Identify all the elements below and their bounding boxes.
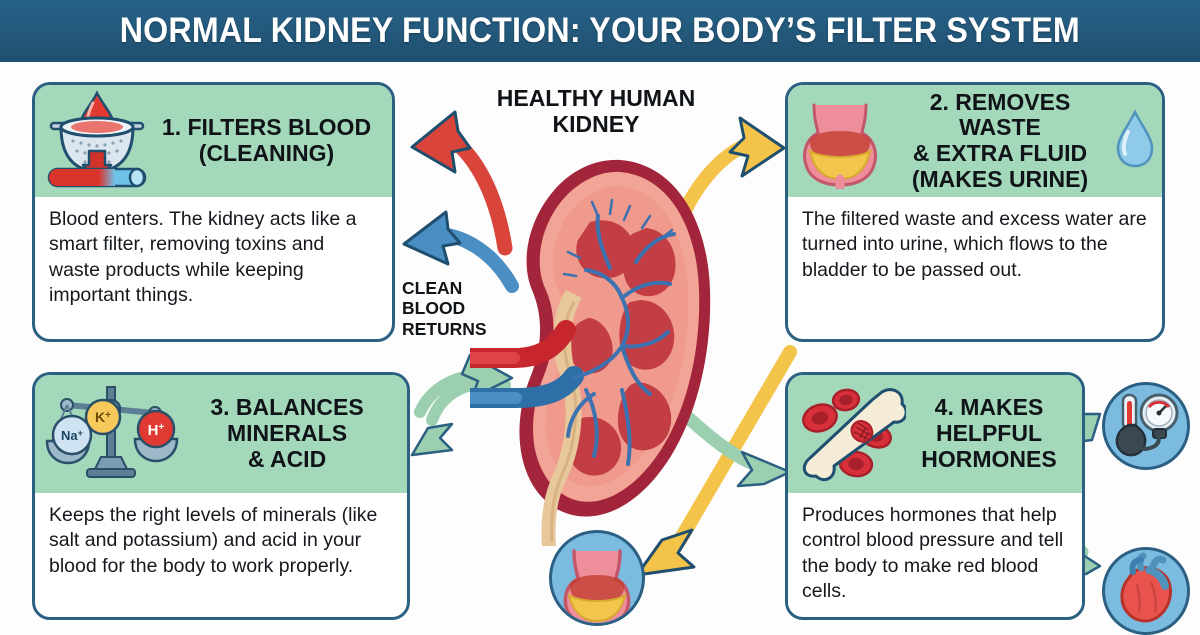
bladder-icon [794,89,886,194]
card-makes-hormones[interactable]: 4. MAKES HELPFUL HORMONES Produces hormo… [785,372,1085,620]
card3-title-line1: 3. BALANCES [210,394,364,421]
card3-title: 3. BALANCES MINERALS & ACID [183,395,391,472]
card2-header: 2. REMOVES WASTE & EXTRA FLUID (MAKES UR… [788,85,1162,197]
card4-title-line3: HORMONES [921,445,1057,472]
clean-label-line1: CLEAN [402,278,463,298]
card3-header: Na+ K+ H+ 3. BALANCES MINERALS & ACID [35,375,407,493]
blood-pressure-monitor-icon [1102,382,1190,470]
card4-title-line2: HELPFUL [935,420,1043,447]
card3-body: Keeps the right levels of minerals (like… [35,493,407,586]
card1-body: Blood enters. The kidney acts like a sma… [35,197,392,315]
ion-label-na: Na+ [61,428,83,443]
clean-label-line2: BLOOD [402,298,466,319]
card1-title-line1: 1. FILTERS BLOOD [161,114,372,141]
card-filters-blood[interactable]: 1. FILTERS BLOOD (CLEANING) Blood enters… [32,82,395,342]
card3-description: Keeps the right levels of minerals (like… [49,504,378,577]
card2-title-line2: & EXTRA FLUID [912,140,1088,166]
card1-title: 1. FILTERS BLOOD (CLEANING) [153,114,380,167]
card4-description: Produces hormones that help control bloo… [802,504,1064,603]
center-kidney-title: HEALTHY HUMAN KIDNEY [476,85,716,138]
header-banner: NORMAL KIDNEY FUNCTION: YOUR BODY’S FILT… [0,0,1200,62]
clean-blood-returns-label: CLEAN BLOOD RETURNS [402,278,502,339]
card1-title-line2: (CLEANING) [198,140,335,166]
center-title-line2: KIDNEY [552,110,640,137]
card2-title-line3: (MAKES URINE) [911,165,1089,192]
bladder-circle-icon [549,530,645,626]
bone-shape [802,387,908,481]
card-balances-minerals[interactable]: Na+ K+ H+ 3. BALANCES MINERALS & ACID Ke… [32,372,410,620]
card-removes-waste[interactable]: 2. REMOVES WASTE & EXTRA FLUID (MAKES UR… [785,82,1165,342]
card2-description: The filtered waste and excess water are … [802,208,1147,281]
strainer-filter-icon [41,89,153,194]
card2-body: The filtered waste and excess water are … [788,197,1162,290]
page-title: NORMAL KIDNEY FUNCTION: YOUR BODY’S FILT… [119,11,1081,50]
kidney-cross-section-icon [460,150,720,570]
card2-title: 2. REMOVES WASTE & EXTRA FLUID (MAKES UR… [886,88,1114,193]
card3-title-line3: & ACID [247,445,327,472]
center-title-line1: HEALTHY HUMAN [496,85,696,111]
card1-header: 1. FILTERS BLOOD (CLEANING) [35,85,392,197]
card2-title-line1: 2. REMOVES WASTE [929,88,1071,141]
heart-icon [1102,547,1190,635]
card4-title-line1: 4. MAKES [934,394,1044,421]
clean-label-line3: RETURNS [402,318,487,339]
water-droplet-icon [1114,108,1156,175]
card1-description: Blood enters. The kidney acts like a sma… [49,208,357,307]
card3-title-line2: MINERALS [226,420,348,447]
card4-header: 4. MAKES HELPFUL HORMONES [788,375,1082,493]
card4-title: 4. MAKES HELPFUL HORMONES [906,395,1072,472]
card4-body: Produces hormones that help control bloo… [788,493,1082,611]
bone-red-blood-cells-icon [794,380,908,489]
balance-scale-icon: Na+ K+ H+ [41,379,183,490]
